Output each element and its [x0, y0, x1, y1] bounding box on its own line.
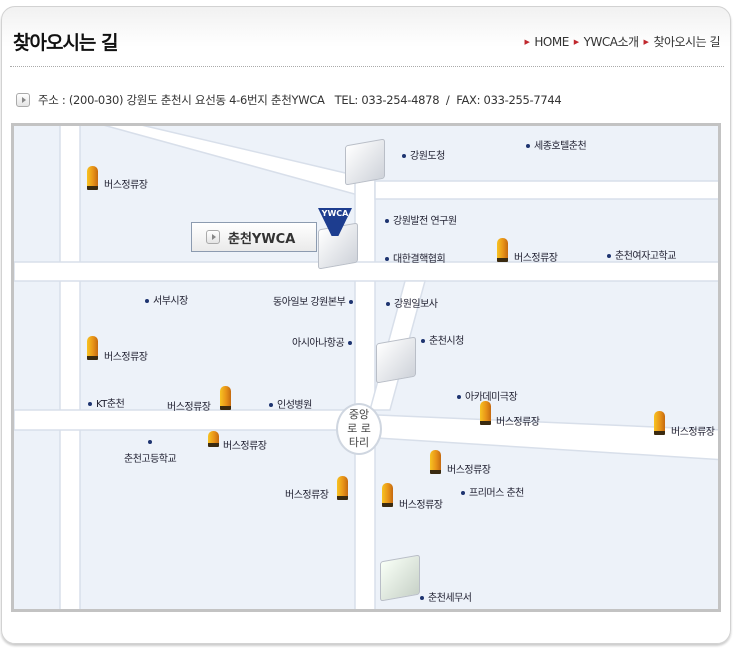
ywca-label[interactable]: 춘천YWCA — [191, 222, 317, 252]
place-asiana[interactable]: 아시아나항공 — [292, 334, 356, 349]
bullet-icon — [349, 300, 354, 304]
bus-stop-icon — [480, 401, 491, 425]
place-insung[interactable]: 인성병원 — [265, 396, 312, 411]
play-icon — [16, 93, 30, 107]
bus-stop-icon — [208, 431, 219, 447]
bullet-icon — [607, 254, 611, 258]
divider — [10, 66, 724, 67]
bullet-icon — [88, 402, 92, 406]
bus-stop-label: 버스정류장 — [223, 441, 267, 452]
bullet-icon: ▶ — [524, 37, 530, 46]
place-kt[interactable]: KT춘천 — [84, 395, 125, 410]
bullet-icon — [348, 341, 353, 345]
roads — [14, 126, 718, 609]
bus-stop-icon — [497, 238, 508, 262]
bullet-icon — [269, 403, 273, 407]
bullet-icon: ▶ — [573, 37, 579, 46]
rotary-label: 중앙로 로타리 — [336, 403, 382, 455]
bullet-icon — [385, 219, 389, 223]
breadcrumb-about[interactable]: YWCA소개 — [583, 35, 639, 49]
bus-stop-label: 버스정류장 — [496, 417, 540, 428]
play-icon — [206, 230, 220, 244]
place-tax-office[interactable]: 춘천세무서 — [416, 589, 472, 604]
bus-stop-icon — [87, 166, 98, 190]
place-donga[interactable]: 동아일보 강원본부 — [273, 293, 357, 308]
address-line: 주소 : (200-030) 강원도 춘천시 요선동 4-6번지 춘천YWCA … — [16, 92, 562, 108]
bus-stop-label: 버스정류장 — [104, 180, 148, 191]
place-sejong-hotel[interactable]: 세종호텔춘천 — [522, 137, 587, 152]
bullet-icon — [420, 596, 424, 600]
place-city-hall[interactable]: 춘천시청 — [417, 332, 464, 347]
bus-stop-label: 버스정류장 — [514, 253, 558, 264]
place-gangwon-dev[interactable]: 강원발전 연구원 — [381, 212, 457, 227]
bus-stop-icon — [654, 411, 665, 435]
bus-stop-icon — [337, 476, 348, 500]
bullet-icon — [386, 302, 390, 306]
breadcrumb-current: 찾아오시는 길 — [653, 35, 720, 49]
bus-stop-label: 버스정류장 — [167, 402, 211, 413]
city-hall-building-icon — [376, 336, 416, 384]
breadcrumb-home[interactable]: HOME — [534, 34, 569, 49]
bus-stop-label: 버스정류장 — [104, 352, 148, 363]
bullet-icon — [526, 144, 530, 148]
bullet-icon: ▶ — [643, 37, 649, 46]
bullet-icon — [457, 395, 461, 399]
bus-stop-label: 버스정류장 — [447, 465, 491, 476]
bus-stop-icon — [382, 483, 393, 507]
place-girls-high[interactable]: 춘천여자고학교 — [603, 247, 676, 262]
map[interactable]: 강원도청 세종호텔춘천 버스정류장 춘천YWCA YWCA 강원발전 연구원 대… — [11, 123, 721, 612]
breadcrumb: ▶ HOME ▶ YWCA소개 ▶ 찾아오시는 길 — [524, 33, 720, 50]
place-gangwon-office[interactable]: 강원도청 — [398, 147, 445, 162]
place-academy[interactable]: 아카데미극장 — [453, 388, 518, 403]
place-tb-assoc[interactable]: 대한결핵협회 — [381, 250, 446, 265]
bus-stop-icon — [430, 450, 441, 474]
bus-stop-icon — [220, 386, 231, 410]
bus-stop-label: 버스정류장 — [671, 427, 715, 438]
tax-office-building-icon — [380, 554, 420, 602]
place-seobu-market[interactable]: 서부시장 — [141, 292, 188, 307]
bullet-icon — [145, 299, 149, 303]
bus-stop-label: 버스정류장 — [399, 500, 443, 511]
bullet-icon — [148, 440, 152, 444]
bullet-icon — [402, 154, 406, 158]
address-text: 주소 : (200-030) 강원도 춘천시 요선동 4-6번지 춘천YWCA … — [38, 93, 562, 107]
place-high-school[interactable]: 춘천고등학교 — [124, 454, 177, 465]
gangwon-office-building-icon — [345, 138, 385, 186]
bullet-icon — [461, 491, 465, 495]
bus-stop-label: 버스정류장 — [285, 490, 329, 501]
page-title: 찾아오시는 길 — [13, 32, 118, 54]
bullet-icon — [421, 339, 425, 343]
place-primus[interactable]: 프리머스 춘천 — [457, 484, 524, 499]
place-gangwon-ilbo[interactable]: 강원일보사 — [382, 295, 438, 310]
bullet-icon — [385, 257, 389, 261]
bus-stop-icon — [87, 336, 98, 360]
